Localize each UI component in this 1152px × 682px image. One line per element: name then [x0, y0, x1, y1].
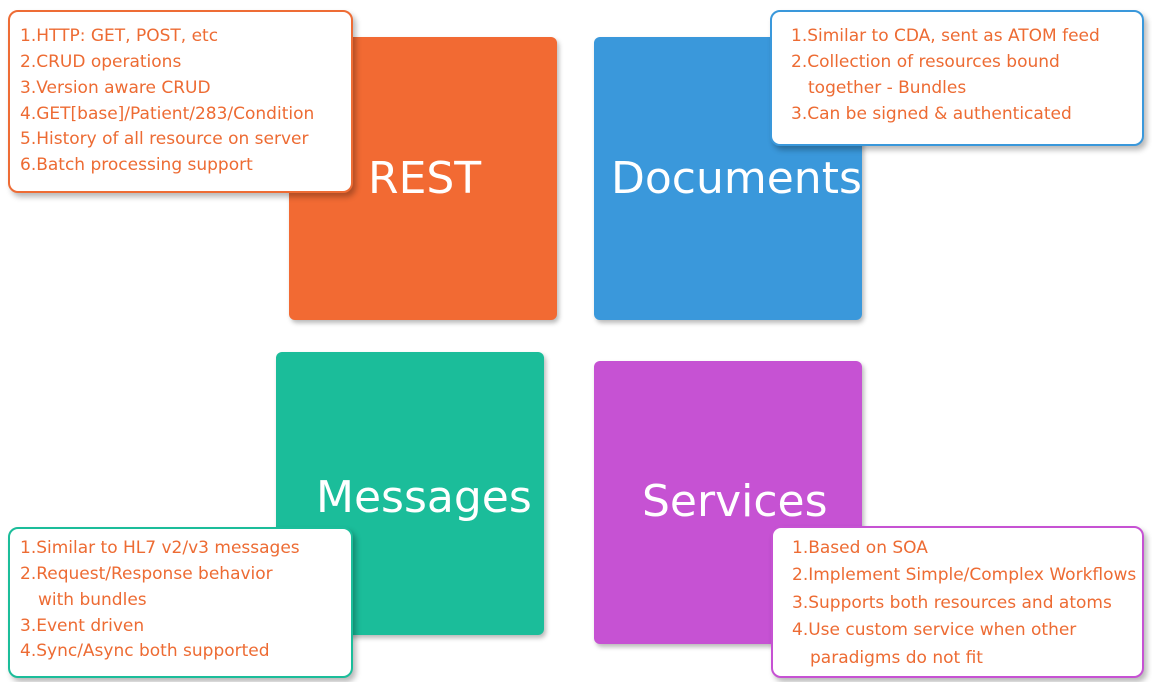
services-item: 1.Based on SOA: [792, 538, 928, 558]
messages-item: 1.Similar to HL7 v2/v3 messages: [20, 538, 300, 558]
documents-item: 1.Similar to CDA, sent as ATOM feed: [791, 26, 1100, 46]
services-label: Services: [642, 476, 828, 527]
documents-tile: Documents: [594, 37, 862, 320]
messages-label: Messages: [316, 472, 532, 523]
services-item-continued: paradigms do not fit: [810, 648, 983, 668]
rest-label: REST: [368, 153, 482, 204]
rest-callout: 1.HTTP: GET, POST, etc 2.CRUD operations…: [8, 10, 353, 193]
messages-item: 3.Event driven: [20, 616, 145, 636]
messages-item: 4.Sync/Async both supported: [20, 641, 270, 661]
messages-callout: 1.Similar to HL7 v2/v3 messages 2.Reques…: [8, 527, 353, 678]
rest-item: 6.Batch processing support: [20, 155, 253, 175]
services-tile: Services: [594, 361, 862, 644]
rest-item: 3.Version aware CRUD: [20, 78, 211, 98]
documents-item-continued: together - Bundles: [808, 78, 967, 98]
rest-item: 1.HTTP: GET, POST, etc: [20, 26, 219, 46]
documents-item: 3.Can be signed & authenticated: [791, 104, 1072, 124]
services-item: 3.Supports both resources and atoms: [792, 593, 1112, 613]
services-callout: 1.Based on SOA 2.Implement Simple/Comple…: [771, 526, 1144, 678]
documents-label: Documents: [611, 153, 862, 204]
rest-item: 5.History of all resource on server: [20, 129, 309, 149]
services-item: 2.Implement Simple/Complex Workflows: [792, 565, 1137, 585]
rest-item: 2.CRUD operations: [20, 52, 182, 72]
documents-item: 2.Collection of resources bound: [791, 52, 1060, 72]
rest-item: 4.GET[base]/Patient/283/Condition: [20, 104, 315, 124]
messages-item: 2.Request/Response behavior: [20, 564, 273, 584]
services-item: 4.Use custom service when other: [792, 620, 1077, 640]
messages-item-continued: with bundles: [38, 590, 147, 610]
documents-callout: 1.Similar to CDA, sent as ATOM feed 2.Co…: [770, 10, 1144, 146]
